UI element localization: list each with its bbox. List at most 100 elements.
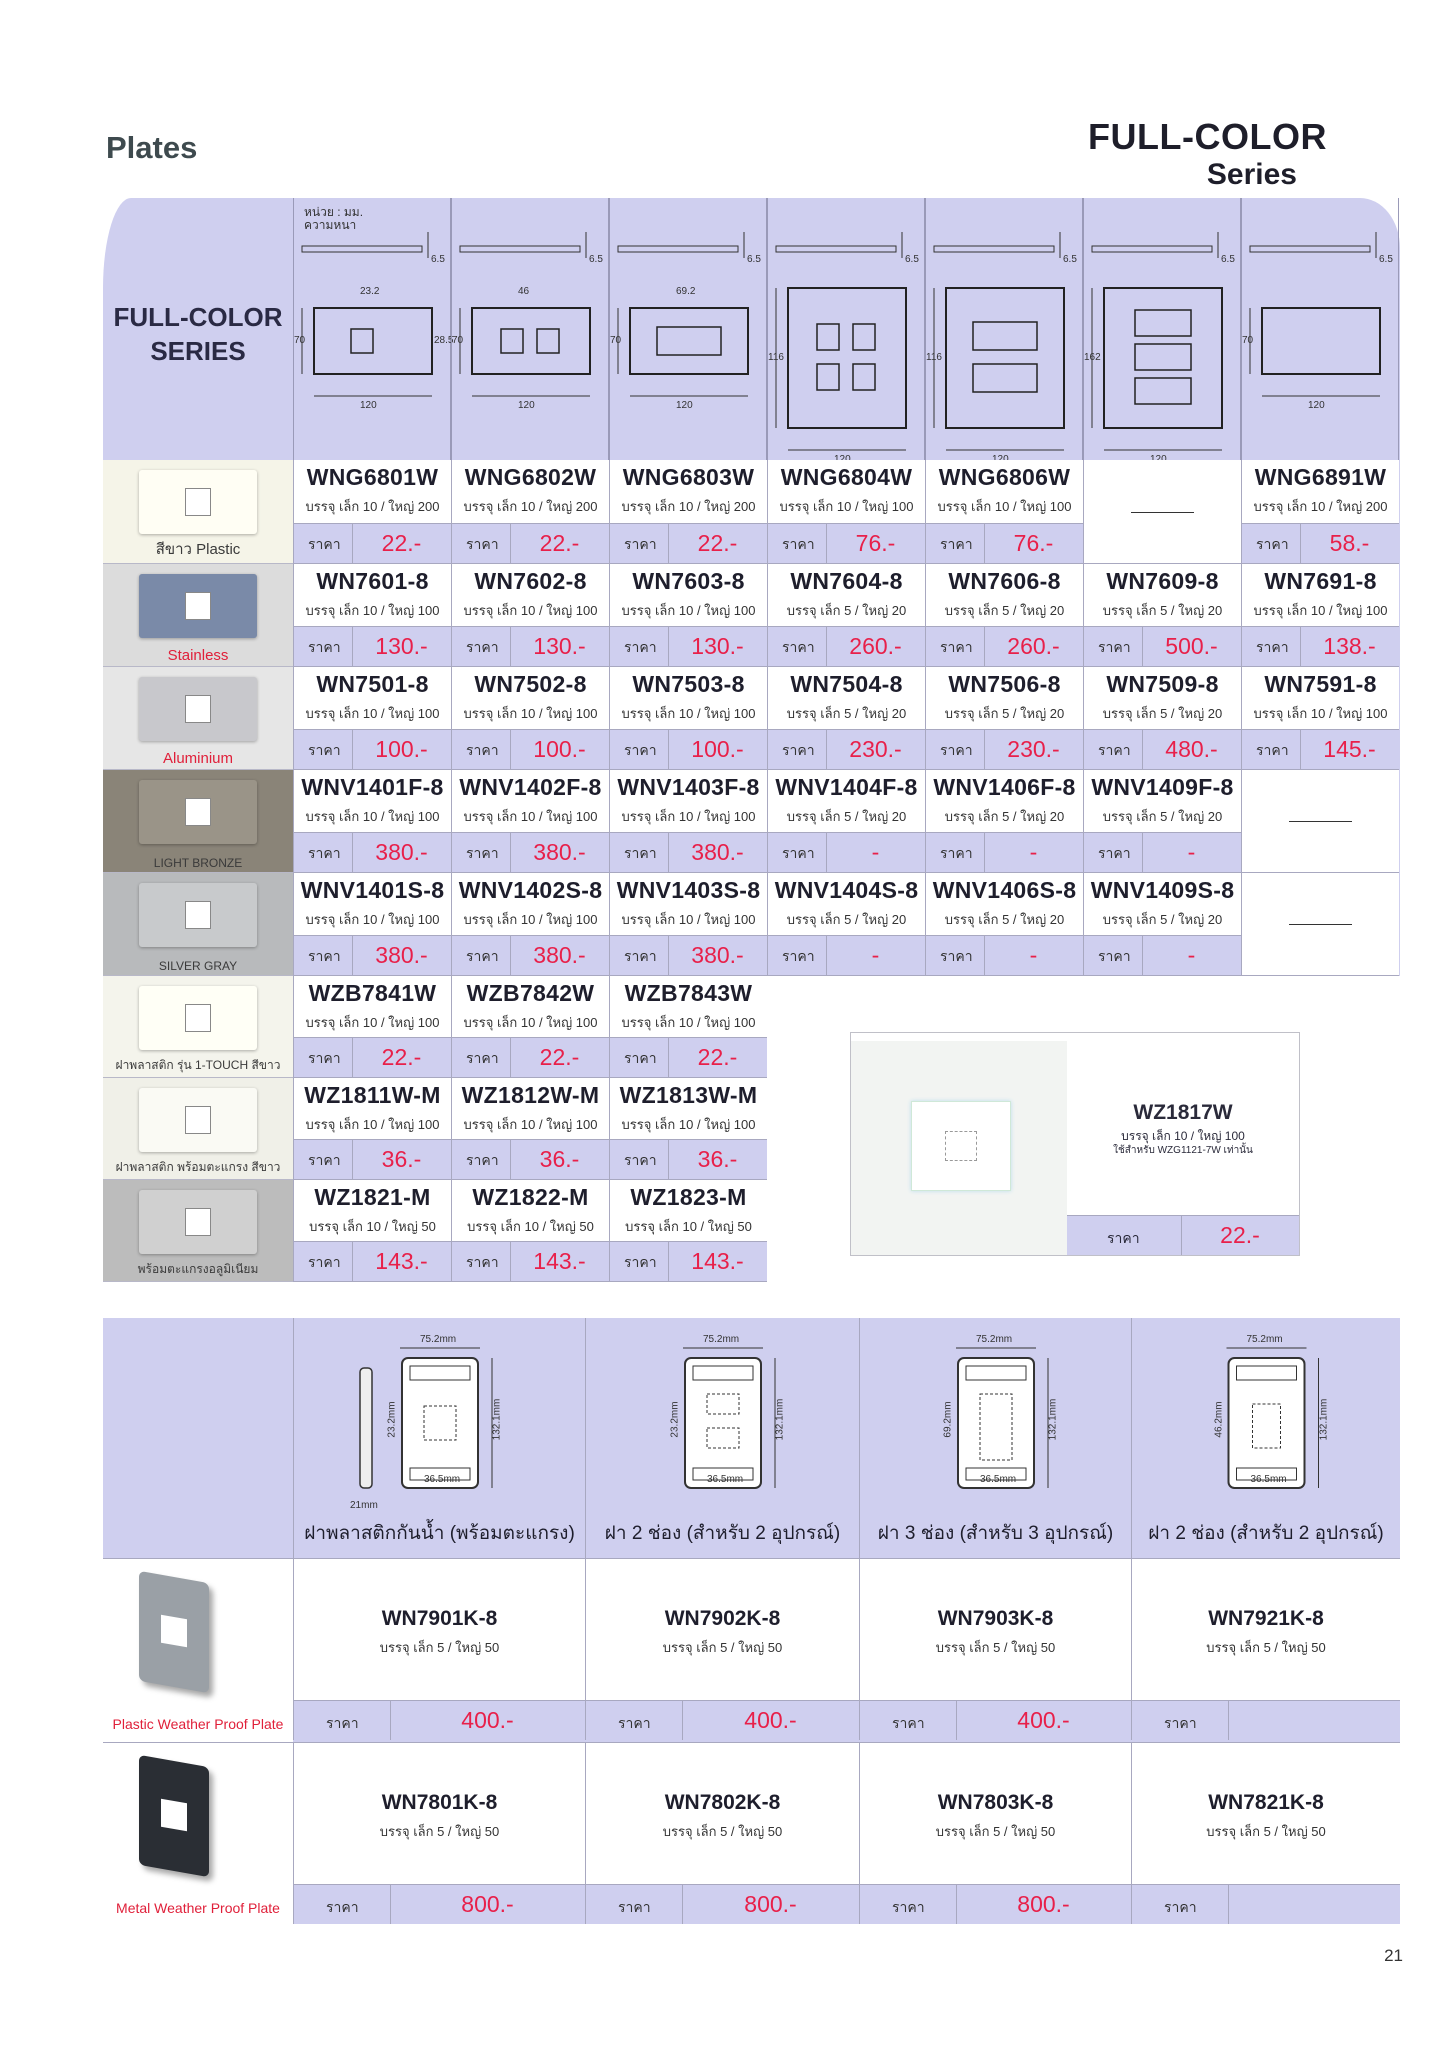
finish-label: พร้อมตะแกรงอลูมิเนียม — [137, 1262, 259, 1276]
spacing-label: 28.5 — [434, 335, 454, 346]
price-value: 22.- — [539, 530, 580, 556]
model-number: WNV1402S-8 — [458, 877, 603, 903]
model-number: WNG6803W — [622, 464, 755, 490]
model-number: WNG6806W — [938, 464, 1071, 490]
opening-width-dimension: 36.5mm — [424, 1474, 461, 1485]
model-number: WZ1822-M — [472, 1184, 589, 1210]
pack-info: บรรจุ เล็ก 5 / ใหญ่ 20 — [786, 706, 907, 721]
series-label-line1: FULL-COLOR — [113, 302, 283, 332]
price-label: ราคา — [624, 948, 657, 964]
plate-drawing — [301, 232, 433, 397]
pack-info: บรรจุ เล็ก 5 / ใหญ่ 50 — [1206, 1824, 1326, 1839]
pack-info: บรรจุ เล็ก 10 / ใหญ่ 100 — [779, 499, 914, 514]
width-dimension: 75.2mm — [1246, 1334, 1283, 1345]
pack-info: บรรจุ เล็ก 5 / ใหญ่ 20 — [1102, 706, 1223, 721]
price-value: 800.- — [1017, 1891, 1070, 1917]
price-label: ราคา — [326, 1899, 359, 1915]
price-label: ราคา — [466, 536, 499, 552]
price-label: ราคา — [782, 536, 815, 552]
pack-info: บรรจุ เล็ก 10 / ใหญ่ 100 — [463, 706, 598, 721]
height-dimension: 132.1mm — [1317, 1398, 1329, 1441]
model-number: WN7609-8 — [1106, 568, 1219, 594]
price-label: ราคา — [466, 845, 499, 861]
weatherproof-label: Plastic Weather Proof Plate — [112, 1716, 284, 1732]
pack-info: บรรจุ เล็ก 5 / ใหญ่ 20 — [1102, 603, 1223, 618]
height-dimension: 132.1mm — [774, 1398, 786, 1441]
price-label: ราคา — [624, 1152, 657, 1168]
special-note: ใช้สำหรับ WZG1121-7W เท่านั้น — [1113, 1145, 1253, 1156]
pack-info: บรรจุ เล็ก 10 / ใหญ่ 200 — [305, 499, 440, 514]
page-number: 21 — [1384, 1946, 1403, 1965]
price-label: ราคา — [940, 845, 973, 861]
cover-caption: ฝา 2 ช่อง (สำหรับ 2 อุปกรณ์) — [1148, 1523, 1384, 1544]
pack-info: บรรจุ เล็ก 10 / ใหญ่ 100 — [463, 912, 598, 927]
height-label: 70 — [1242, 335, 1254, 346]
price-value: - — [871, 839, 880, 865]
price-label: ราคา — [1098, 639, 1131, 655]
model-number: WZ1811W-M — [304, 1082, 441, 1108]
series-title: FULL-COLOR Series — [1088, 116, 1327, 192]
model-number: WN7509-8 — [1106, 671, 1219, 697]
price-value: 380.- — [375, 839, 428, 865]
price-label: ราคา — [1098, 742, 1131, 758]
price-bar: ราคา- — [926, 832, 1083, 872]
model-number: WZ1821-M — [314, 1184, 431, 1210]
special-price-bar: ราคา 22.- — [1067, 1215, 1299, 1255]
model-number: WN7503-8 — [632, 671, 745, 697]
plate-image — [139, 883, 257, 947]
price-value: 22.- — [697, 530, 738, 556]
model-number: WNV1409S-8 — [1090, 877, 1235, 903]
price-value: 380.- — [533, 942, 586, 968]
model-number: WNV1409F-8 — [1091, 774, 1234, 800]
opening-width-dimension: 36.5mm — [980, 1474, 1017, 1485]
pack-info: บรรจุ เล็ก 10 / ใหญ่ 50 — [309, 1219, 436, 1234]
price-label: ราคา — [1256, 742, 1289, 758]
pack-info: บรรจุ เล็ก 10 / ใหญ่ 50 — [467, 1219, 594, 1234]
special-model: WZ1817W — [1133, 1101, 1233, 1124]
opening-dimension: 23.2mm — [386, 1401, 398, 1438]
model-number: WNG6891W — [1254, 464, 1387, 490]
plate-drawing — [459, 232, 591, 397]
pack-info: บรรจุ เล็ก 10 / ใหญ่ 100 — [621, 1015, 756, 1030]
price-bar: ราคา- — [768, 832, 925, 872]
pack-info: บรรจุ เล็ก 10 / ใหญ่ 200 — [1253, 499, 1388, 514]
pack-info: บรรจุ เล็ก 10 / ใหญ่ 100 — [305, 1015, 440, 1030]
model-number: WNV1401F-8 — [301, 774, 444, 800]
section-title: Plates — [106, 130, 198, 165]
price-value: - — [1187, 942, 1196, 968]
price-value: 260.- — [849, 633, 902, 659]
finish-swatch: พร้อมตะแกรงอลูมิเนียม — [103, 1180, 293, 1282]
price-value: 22.- — [381, 530, 422, 556]
pack-info: บรรจุ เล็ก 10 / ใหญ่ 100 — [937, 499, 1072, 514]
pack-info: บรรจุ เล็ก 10 / ใหญ่ 100 — [305, 603, 440, 618]
model-number: WNV1406S-8 — [932, 877, 1077, 903]
dash-mark — [1131, 511, 1194, 513]
price-value: 130.- — [375, 633, 428, 659]
weatherproof-plate-image — [139, 1754, 209, 1878]
